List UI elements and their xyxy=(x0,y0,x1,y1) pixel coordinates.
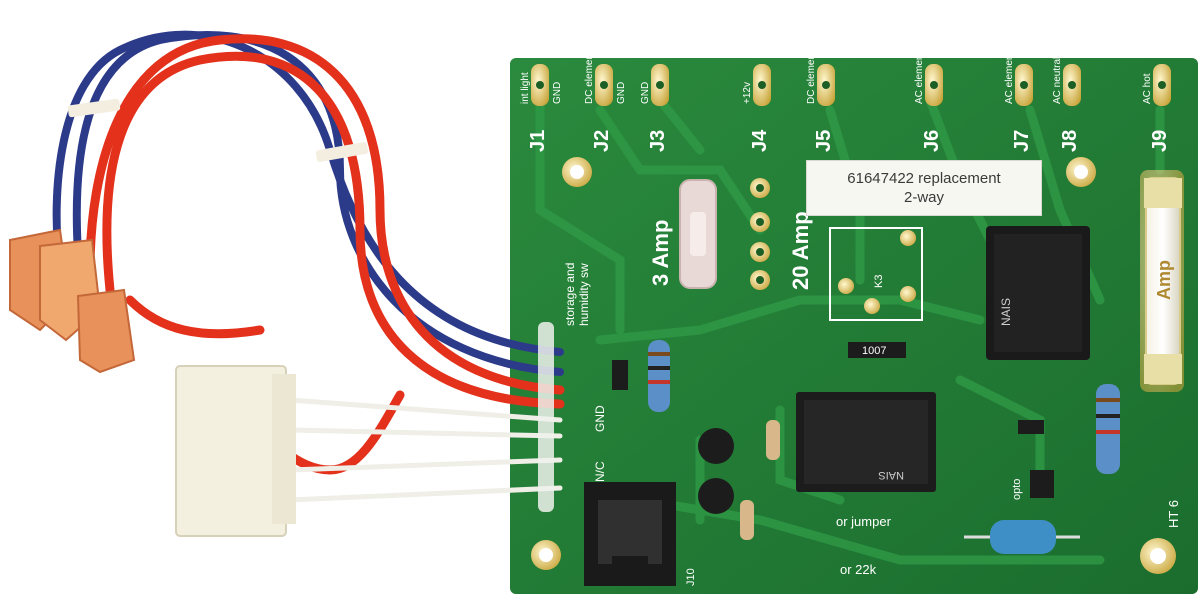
connector-j8: J8 AC neutral xyxy=(1052,57,1081,152)
connector-hole xyxy=(600,81,608,89)
semiconductors xyxy=(612,342,1054,514)
relay-code-label: 1007 xyxy=(862,345,886,357)
connector-hole xyxy=(1158,81,1166,89)
wire-plug xyxy=(175,365,296,537)
connector-hole xyxy=(822,81,830,89)
connector-j6: J6 AC element xyxy=(914,52,943,152)
connector-j9: J9 AC hot xyxy=(1142,64,1171,152)
connector-desc: int light xyxy=(520,72,531,104)
opto-label: opto xyxy=(1011,479,1023,500)
connector-desc: +12v xyxy=(742,82,753,104)
power-relay-brand: NAIS xyxy=(999,298,1013,326)
connector-desc: DC element xyxy=(584,51,595,104)
jack-label: J10 xyxy=(685,568,697,586)
connector-id: J8 xyxy=(1059,130,1081,152)
connector-j5: J5 DC element xyxy=(806,51,835,152)
connector-id: J6 xyxy=(921,130,943,152)
connector-j4: J4 +12v xyxy=(742,64,771,152)
wire-harness xyxy=(52,30,565,512)
glass-fuse-label: Amp xyxy=(1154,260,1174,300)
connector-id: J5 xyxy=(813,130,835,152)
rev-mark: HT 6 xyxy=(1166,500,1181,528)
relay-k3-label: K3 xyxy=(873,275,885,288)
sticker-line-2: 2-way xyxy=(903,189,944,206)
fuse-large-label: 20 Amp xyxy=(788,211,813,290)
rj-jack xyxy=(584,482,676,586)
connector-j7: J7 AC element xyxy=(1004,52,1033,152)
connector-hole xyxy=(536,81,544,89)
connector-desc: DC element xyxy=(806,51,817,104)
sticker-line-1: 61647422 replacement xyxy=(847,170,1001,187)
switch-label-2: humidity sw xyxy=(577,263,591,326)
glass-fuse: Amp xyxy=(1140,170,1184,392)
power-relay: NAIS xyxy=(986,226,1090,360)
relay-k3-footprint: K3 xyxy=(829,227,923,321)
fuse-small-label: 3 Amp xyxy=(648,220,673,286)
connector-id: J2 xyxy=(591,130,613,152)
switch-label-1: storage and xyxy=(563,263,577,326)
connector-j3: J3 GND xyxy=(640,64,669,152)
connector-desc: AC hot xyxy=(1142,73,1153,104)
blade-fuse-3amp: 3 Amp xyxy=(648,179,717,289)
connector-id: J4 xyxy=(749,129,771,152)
connector-j1: J1 int light GND xyxy=(520,64,563,152)
connector-desc: GND xyxy=(640,82,651,104)
connector-hole xyxy=(1020,81,1028,89)
blue-capacitor xyxy=(964,520,1080,554)
spade-terminals xyxy=(9,228,136,374)
mounting-holes xyxy=(531,157,1176,574)
resistor-22k-label: or 22k xyxy=(840,562,877,577)
resistors xyxy=(648,340,1120,540)
connector-desc: AC neutral xyxy=(1052,57,1063,104)
signal-relay: NAIS xyxy=(796,392,936,492)
connector-id: J3 xyxy=(647,130,669,152)
connector-id: J1 xyxy=(527,130,549,152)
connector-desc: AC element xyxy=(914,52,925,104)
connector-hole xyxy=(656,81,664,89)
connector-id: J9 xyxy=(1149,130,1171,152)
connector-desc-2: GND xyxy=(552,82,563,104)
pin-label-nc: N/C xyxy=(593,461,607,482)
pin-label-gnd: GND xyxy=(593,405,607,432)
jumper-label: or jumper xyxy=(836,514,892,529)
connector-desc-2: GND xyxy=(616,82,627,104)
fuse-20amp-pads: 20 Amp xyxy=(750,178,813,290)
connector-id: J7 xyxy=(1011,130,1033,152)
connector-hole xyxy=(930,81,938,89)
connector-desc: AC element xyxy=(1004,52,1015,104)
signal-relay-brand: NAIS xyxy=(878,469,904,481)
replacement-sticker: 61647422 replacement 2-way xyxy=(806,160,1042,216)
connector-hole xyxy=(1068,81,1076,89)
connector-hole xyxy=(758,81,766,89)
